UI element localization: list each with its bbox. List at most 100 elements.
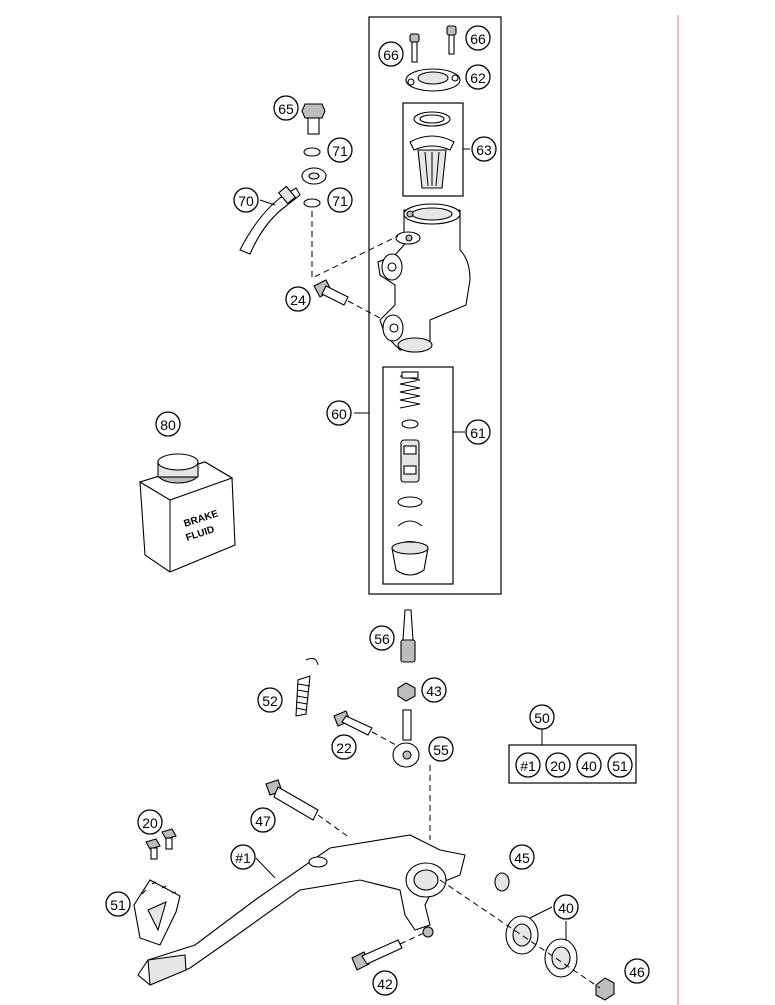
callout-number: #1 [520,758,536,774]
piston-kit-box [382,366,454,585]
leader-70 [259,199,276,206]
callout-number: 42 [377,976,393,992]
callout-k20: 20 [545,752,571,778]
callout-ring [230,844,256,870]
push-rod-56 [400,609,416,663]
callout-71a: 71 [327,137,353,163]
callout-number: 43 [426,683,442,699]
callout-43: 43 [421,677,447,703]
assembly-line-bolt-42 [399,932,425,945]
callout-ring [607,752,633,778]
copper-washer-71-bottom [303,198,321,208]
callout-number: 80 [160,417,176,433]
callout-20: 20 [137,809,163,835]
callout-52: 52 [257,687,283,713]
master-cylinder-body [377,203,471,353]
callout-50: 50 [529,704,555,730]
return-spring-52 [295,657,319,717]
callout-ring [327,137,353,163]
callout-number: 45 [514,850,530,866]
callout-51: 51 [105,891,131,917]
bolt-47 [265,779,319,821]
callout-number: 65 [278,101,294,117]
callout-65: 65 [273,95,299,121]
callout-70: 70 [233,187,259,213]
bolt-22 [333,710,373,736]
callout-number: 24 [290,292,306,308]
callout-number: 40 [581,758,597,774]
callout-number: 55 [433,742,449,758]
callout-ring [624,958,650,984]
screw-66-right [446,25,457,55]
piston-kit-61 [391,371,429,576]
callout-24: 24 [285,286,311,312]
nut-46 [595,977,615,1001]
copper-washer-71-top [303,147,321,157]
leader-h1 [255,857,276,879]
brake-hose-70 [239,167,327,255]
callout-ring [553,894,579,920]
callout-ring [465,419,491,445]
callout-ring [372,970,398,996]
master-cylinder-assembly-box [368,16,502,595]
callout-ring [250,807,276,833]
callout-number: 51 [110,897,126,913]
callout-ring [471,136,497,162]
callout-k1: #1 [515,752,541,778]
callout-45: 45 [509,844,535,870]
callout-ring [509,844,535,870]
callout-number: 56 [374,631,390,647]
step-plate-51 [133,879,181,946]
assembly-line-hose [311,211,399,279]
callout-number: 60 [331,406,347,422]
callout-number: 62 [470,70,486,86]
callout-ring [331,734,357,760]
callout-47: 47 [250,807,276,833]
callout-number: 66 [383,47,399,63]
callout-ring [465,64,491,90]
callout-number: 70 [238,193,254,209]
callout-number: 40 [558,900,574,916]
callout-40: 40 [553,894,579,920]
callout-number: 71 [332,193,348,209]
callout-56: 56 [369,625,395,651]
callout-42: 42 [372,970,398,996]
callout-ring [105,891,131,917]
callout-60: 60 [326,400,352,426]
callout-ring [327,187,353,213]
callout-k40: 40 [576,752,602,778]
callout-66a: 66 [378,41,404,67]
callout-number: 46 [629,964,645,980]
callout-number: 51 [612,758,628,774]
callout-71b: 71 [327,187,353,213]
callout-number: 20 [142,815,158,831]
callout-ring [545,752,571,778]
callout-62: 62 [465,64,491,90]
callout-ring [155,411,181,437]
reservoir-diaphragm-63 [409,111,455,189]
callout-ring [428,736,454,762]
callout-80: 80 [155,411,181,437]
callout-ring [576,752,602,778]
kit-box [508,744,637,784]
callout-number: 22 [336,740,352,756]
callout-number: #1 [235,850,251,866]
callout-ring [326,400,352,426]
callout-ring [273,95,299,121]
callout-66b: 66 [465,25,491,51]
brake-fluid-bottle-80: BRAKE FLUID [138,453,236,573]
screw-66-left [409,33,420,63]
screws-20 [145,828,177,860]
callout-ring [515,752,541,778]
callout-46: 46 [624,958,650,984]
callout-55: 55 [428,736,454,762]
callout-ring [378,41,404,67]
callout-ring [421,677,447,703]
banjo-bolt-65 [301,103,326,135]
brake-pedal-1 [137,834,466,986]
assembly-line-bolt-47 [317,814,351,839]
callout-number: 61 [470,425,486,441]
callout-ring [465,25,491,51]
